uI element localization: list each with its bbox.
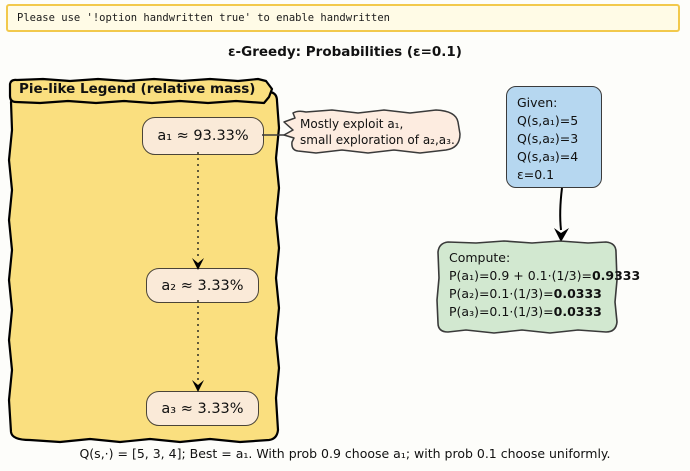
- compute-row-2-result: 0.0333: [553, 304, 602, 319]
- callout-line-1: Mostly exploit a₁,: [300, 117, 404, 131]
- bottom-caption: Q(s,·) = [5, 3, 4]; Best = a₁. With prob…: [79, 446, 611, 461]
- given-box-text: Given: Q(s,a₁)=5 Q(s,a₂)=3 Q(s,a₃)=4 ε=0…: [517, 94, 578, 184]
- pie-node-a1[interactable]: a₁ ≈ 93.33%: [142, 117, 264, 155]
- given-line-3: ε=0.1: [517, 167, 555, 182]
- callout-line-2: small exploration of a₂,a₃.: [300, 133, 455, 147]
- pie-node-a2[interactable]: a₂ ≈ 3.33%: [146, 268, 259, 303]
- compute-box: Compute: P(a₁)=0.9 + 0.1·(1/3)=0.9333 P(…: [436, 240, 640, 334]
- callout-exploit-shape: [283, 109, 461, 154]
- compute-box-text: Compute: P(a₁)=0.9 + 0.1·(1/3)=0.9333 P(…: [449, 249, 640, 321]
- pie-node-a3-label: a₃ ≈ 3.33%: [161, 400, 244, 417]
- compute-box-shape: [436, 240, 618, 334]
- compute-row-2-expr: P(a₃)=0.1·(1/3)=: [449, 304, 554, 319]
- handwritten-option-banner: Please use '!option handwritten true' to…: [6, 4, 680, 32]
- given-heading: Given:: [517, 95, 558, 110]
- pie-legend-title-label: Pie-like Legend (relative mass): [19, 81, 256, 97]
- compute-row-1-result: 0.0333: [553, 286, 602, 301]
- pie-node-a2-label: a₂ ≈ 3.33%: [161, 277, 244, 294]
- connector-a1-to-callout: [262, 134, 286, 136]
- given-line-0: Q(s,a₁)=5: [517, 113, 579, 128]
- connector-a1-to-a2: [192, 152, 204, 270]
- pie-node-a1-label: a₁ ≈ 93.33%: [157, 128, 249, 144]
- compute-row-0-result: 0.9333: [591, 268, 641, 283]
- connector-given-to-compute: [554, 187, 569, 242]
- pie-legend-title-shape: [8, 77, 274, 105]
- given-line-1: Q(s,a₂)=3: [517, 131, 579, 146]
- compute-heading: Compute:: [449, 250, 511, 265]
- handwritten-option-banner-text: Please use '!option handwritten true' to…: [17, 12, 390, 24]
- compute-row-1-expr: P(a₂)=0.1·(1/3)=: [449, 286, 554, 301]
- compute-row-0: P(a₁)=0.9 + 0.1·(1/3)=0.9333: [449, 267, 640, 285]
- pie-legend-title-banner: Pie-like Legend (relative mass): [8, 77, 274, 105]
- callout-exploit-text: Mostly exploit a₁, small exploration of …: [300, 116, 455, 148]
- pie-node-a3[interactable]: a₃ ≈ 3.33%: [146, 391, 259, 426]
- compute-row-2: P(a₃)=0.1·(1/3)=0.0333: [449, 303, 640, 321]
- callout-exploit-note: Mostly exploit a₁, small exploration of …: [283, 108, 461, 156]
- page-title: ε-Greedy: Probabilities (ε=0.1): [228, 44, 462, 60]
- compute-row-0-expr: P(a₁)=0.9 + 0.1·(1/3)=: [449, 268, 592, 283]
- given-box: Given: Q(s,a₁)=5 Q(s,a₂)=3 Q(s,a₃)=4 ε=0…: [506, 86, 602, 188]
- compute-row-1: P(a₂)=0.1·(1/3)=0.0333: [449, 285, 640, 303]
- connector-a2-to-a3: [192, 300, 204, 392]
- given-line-2: Q(s,a₃)=4: [517, 149, 579, 164]
